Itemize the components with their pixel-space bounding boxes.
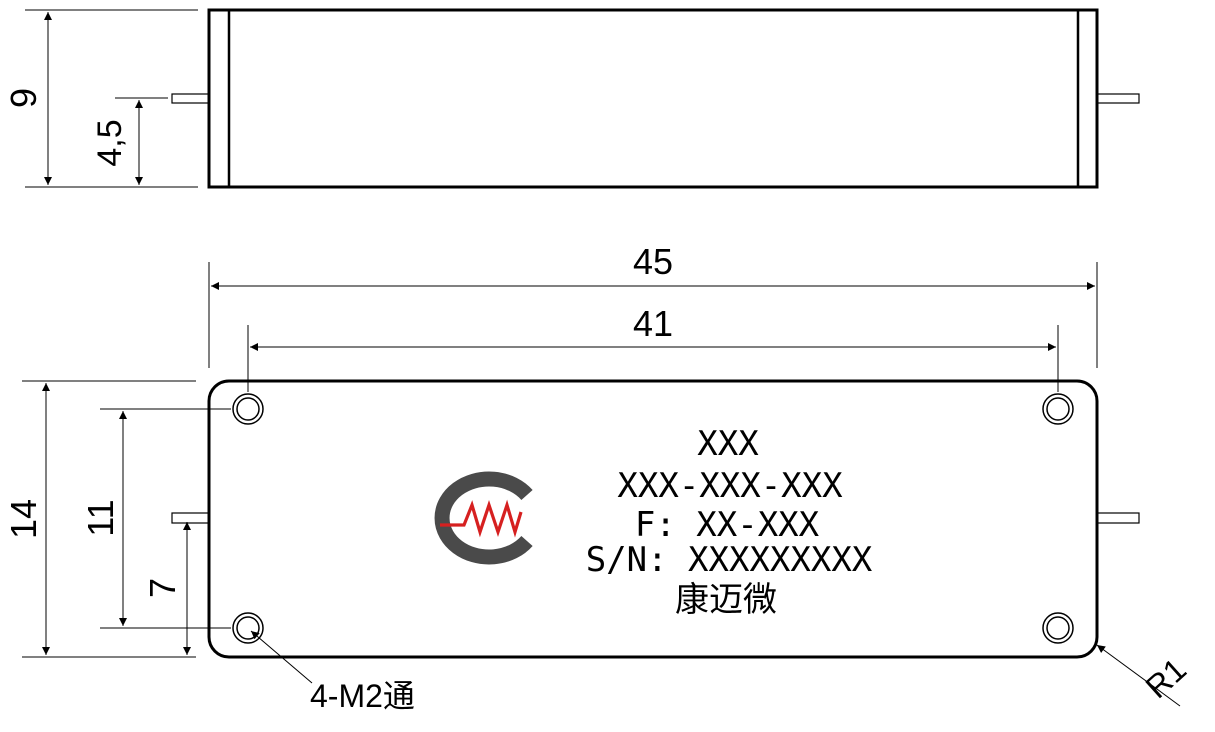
side-pin-right (1096, 93, 1140, 104)
side-pin-left (171, 93, 210, 104)
label-line-2: XXX-XXX-XXX (617, 466, 843, 506)
top-pin-right (1096, 512, 1140, 524)
label-line-3: F: XX-XXX (635, 505, 820, 545)
dim-height-label: 9 (3, 88, 44, 108)
mounting-hole-tl (232, 393, 264, 425)
top-pin-left (171, 512, 210, 524)
dim-width-label: 14 (3, 499, 44, 539)
mounting-hole-tr (1042, 393, 1074, 425)
radius-leader (1096, 644, 1181, 707)
label-line-5: 康迈微 (675, 580, 777, 620)
label-line-4: S/N: XXXXXXXXX (586, 540, 873, 580)
mounting-hole-br (1042, 612, 1074, 644)
dim-pin-offset-label: 7 (142, 578, 183, 598)
holes-callout: 4-M2通 (310, 678, 415, 714)
dim-hole-spacing-x-label: 41 (633, 303, 673, 344)
side-view (25, 8, 1140, 189)
company-logo (434, 471, 533, 565)
logo-c-arc (434, 471, 533, 565)
radius-callout: R1 (1139, 651, 1193, 705)
top-view (22, 262, 1181, 707)
side-body (207, 8, 1099, 189)
holes-leader (250, 630, 313, 684)
label-line-1: XXX (697, 424, 759, 464)
dim-hole-spacing-y-label: 11 (80, 499, 121, 536)
logo-wave (440, 499, 523, 538)
dim-pin-height-label: 4,5 (91, 119, 129, 166)
dim-length-label: 45 (633, 241, 673, 282)
mounting-hole-bl (232, 612, 264, 644)
